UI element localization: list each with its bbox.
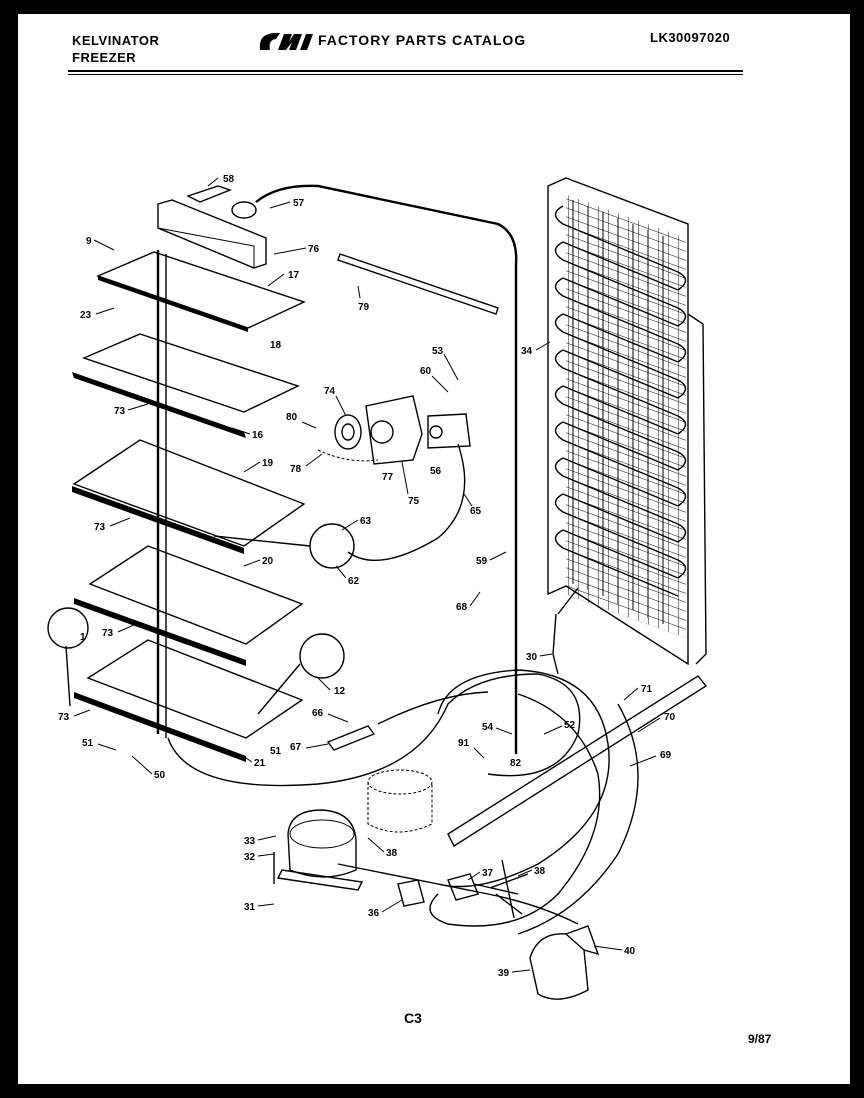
catalog-sheet: KELVINATOR FREEZER FACTORY PARTS CATALOG…	[18, 14, 850, 1084]
brand-block: KELVINATOR FREEZER	[72, 32, 159, 66]
part-label: 62	[348, 576, 360, 587]
condenser-fan-motor	[529, 925, 600, 1000]
part-label: 91	[458, 738, 470, 749]
part-label: 67	[290, 742, 302, 753]
part-label: 59	[476, 556, 488, 567]
shelf-4	[74, 545, 304, 666]
part-label: 79	[358, 302, 370, 313]
part-label: 56	[430, 466, 442, 477]
part-label: 70	[664, 712, 676, 723]
part-label: 39	[498, 968, 510, 979]
header-rule-thin	[68, 74, 743, 75]
refrigerant-tubing	[167, 587, 708, 935]
part-label: 66	[312, 708, 324, 719]
part-label: 18	[270, 340, 282, 351]
part-label: 80	[286, 412, 298, 423]
date-code: 9/87	[748, 1032, 772, 1046]
part-label: 9	[86, 236, 92, 247]
part-label: 58	[223, 174, 235, 185]
part-label: 73	[114, 406, 126, 417]
header-rule	[68, 70, 743, 72]
part-label: 69	[660, 750, 672, 761]
part-label: 73	[58, 712, 70, 723]
fan-motor-assembly	[317, 395, 471, 562]
part-label: 40	[624, 946, 636, 957]
part-label: 75	[408, 496, 420, 507]
part-label: 68	[456, 602, 468, 613]
part-label: 19	[262, 458, 274, 469]
part-label: 33	[244, 836, 256, 847]
detail-circle	[309, 523, 355, 569]
part-label: 53	[432, 346, 444, 357]
part-label: 76	[308, 244, 320, 255]
drain-pan	[367, 769, 433, 833]
part-label: 38	[534, 866, 546, 877]
part-label: 12	[334, 686, 346, 697]
part-label: 21	[254, 758, 266, 769]
shelf-5	[74, 639, 304, 762]
part-label: 37	[482, 868, 494, 879]
shelf-2	[72, 333, 300, 438]
detail-circle	[47, 607, 89, 649]
part-label: 23	[80, 310, 92, 321]
product-type: FREEZER	[72, 50, 137, 65]
part-label: 73	[102, 628, 114, 639]
part-label: 54	[482, 722, 494, 733]
shelf-1	[96, 251, 306, 332]
part-label: 17	[288, 270, 300, 281]
part-label: 50	[154, 770, 166, 781]
exploded-parts-diagram: 58 57 9 76 17 23 79 18 53 34 60	[47, 174, 708, 1000]
part-label: 74	[324, 386, 336, 397]
part-label: 65	[470, 506, 482, 517]
relay-parts	[397, 859, 529, 919]
manufacturer-logo-icon	[259, 33, 313, 50]
evaporator-coil	[547, 177, 707, 666]
part-label: 1	[80, 632, 86, 643]
part-label: 60	[420, 366, 432, 377]
part-label: 57	[293, 198, 305, 209]
part-label: 30	[526, 652, 538, 663]
part-label: 52	[564, 720, 576, 731]
part-label: 34	[521, 346, 533, 357]
part-label: 51	[270, 746, 282, 757]
defrost-heater	[337, 253, 499, 315]
compressor	[273, 809, 579, 925]
figure-code: C3	[404, 1010, 422, 1026]
part-label: 31	[244, 902, 256, 913]
part-label: 78	[290, 464, 302, 475]
part-label: 51	[82, 738, 94, 749]
part-label: 16	[252, 430, 264, 441]
part-label: 20	[262, 556, 274, 567]
top-duct	[157, 184, 518, 754]
part-label: 32	[244, 852, 256, 863]
part-label: 36	[368, 908, 380, 919]
part-label: 63	[360, 516, 372, 527]
part-label: 73	[94, 522, 106, 533]
model-number: LK30097020	[650, 30, 731, 45]
part-label: 38	[386, 848, 398, 859]
part-labels: 58 57 9 76 17 23 79 18 53 34 60	[58, 174, 676, 979]
brand-name: KELVINATOR	[72, 33, 160, 48]
part-label: 71	[641, 684, 653, 695]
part-label: 82	[510, 758, 522, 769]
detail-circle	[299, 633, 345, 679]
catalog-title: FACTORY PARTS CATALOG	[318, 32, 527, 48]
part-label: 77	[382, 472, 394, 483]
